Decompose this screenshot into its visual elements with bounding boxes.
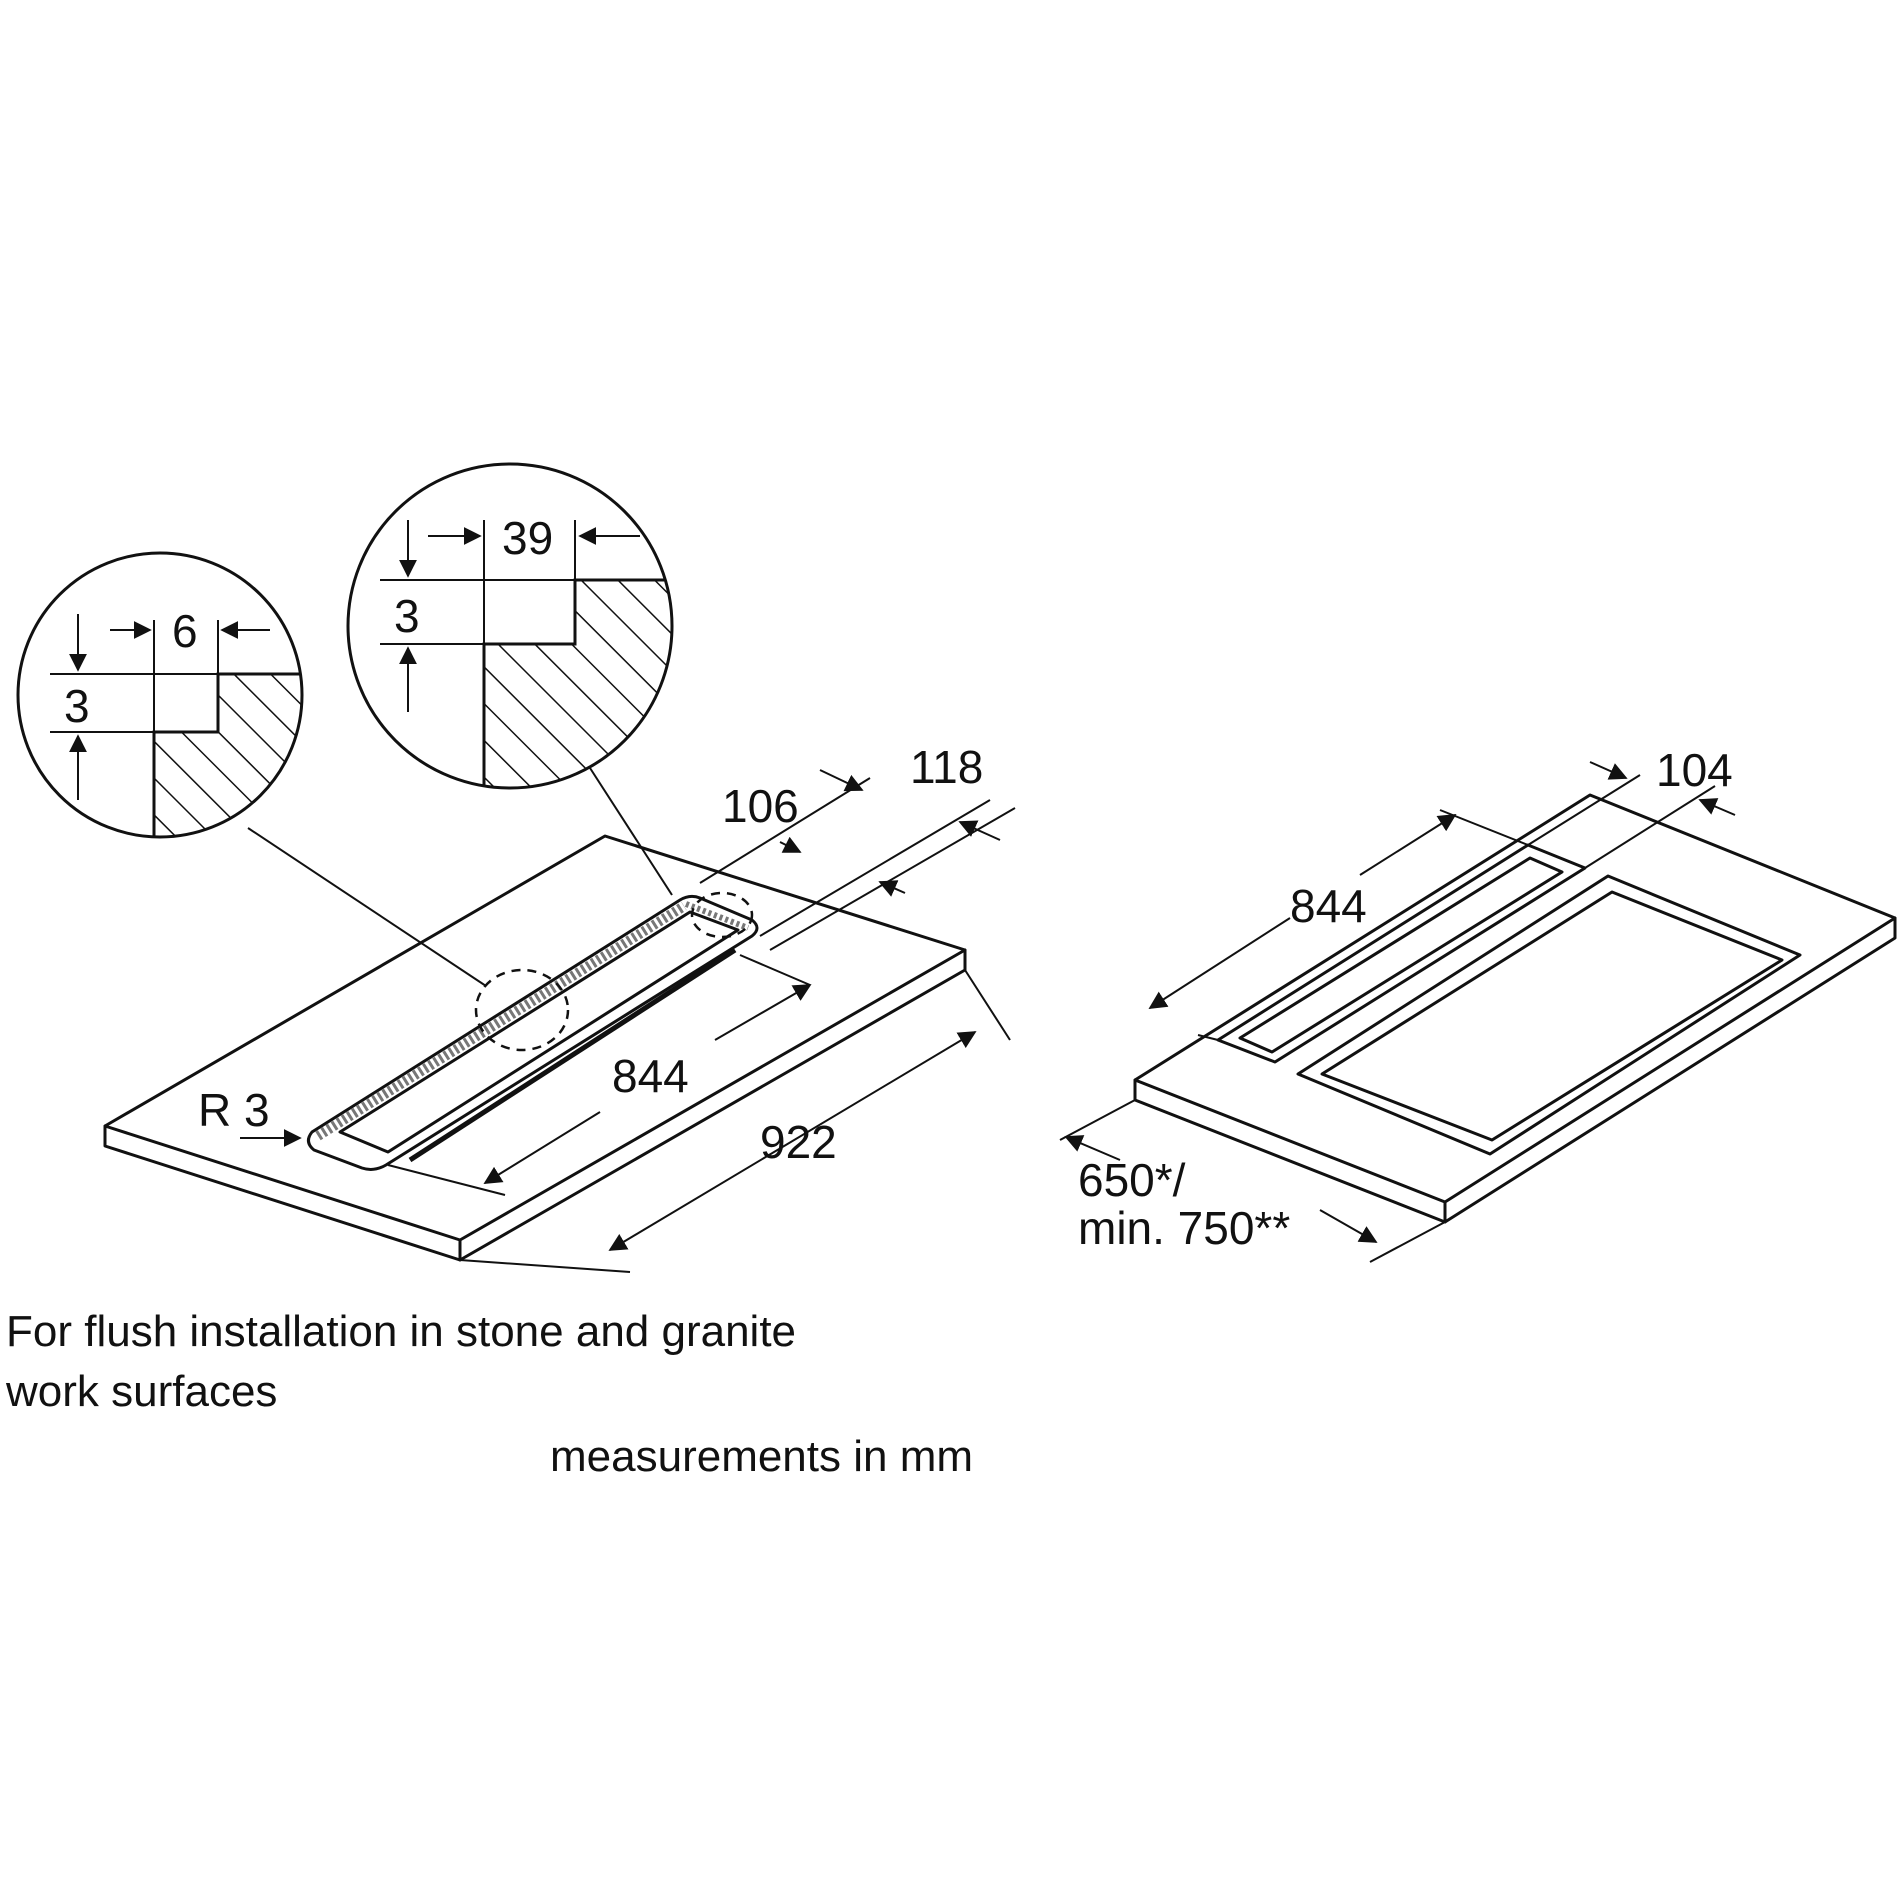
leader-large — [589, 767, 673, 896]
right-worktop: 844 104 650*/ min. 750** — [1059, 744, 1897, 1263]
right-dim-label-depth-1: 650*/ — [1078, 1154, 1186, 1206]
detail-circle-large: 39 3 — [346, 462, 674, 790]
leader-small — [247, 827, 487, 987]
dim-line-118 — [958, 820, 1001, 841]
right-dim-line-depth — [1319, 1209, 1378, 1243]
dim-label-3-large: 3 — [394, 590, 420, 642]
units-note: measurements in mm — [550, 1432, 974, 1481]
cutout-inner-opening — [338, 910, 740, 1154]
dim-line-922 — [608, 1031, 977, 1251]
dim-line-844 — [714, 984, 812, 1041]
right-slot-cutout — [1216, 843, 1587, 1064]
right-dim-label-104: 104 — [1656, 744, 1733, 796]
dim-label-39: 39 — [502, 512, 553, 564]
right-hob-cutout — [1296, 874, 1802, 1156]
dim-label-844: 844 — [612, 1050, 689, 1102]
right-dim-line-844 — [1359, 814, 1457, 876]
dim-label-922: 922 — [760, 1116, 837, 1168]
installation-caption: For flush installation in stone and gran… — [6, 1302, 1006, 1422]
left-worktop: 922 844 118 106 R 3 — [103, 741, 1016, 1273]
right-dim-line-104 — [1698, 798, 1736, 816]
worktop-front-edge — [103, 1124, 462, 1242]
slot-line — [408, 947, 737, 1163]
detail-marker-large — [690, 891, 754, 939]
caption-line-2: work surfaces — [6, 1367, 278, 1416]
radius-label: R 3 — [198, 1084, 270, 1136]
dim-label-118: 118 — [910, 741, 983, 793]
dim-label-3-small: 3 — [64, 680, 90, 732]
dim-label-6: 6 — [172, 605, 198, 657]
cutout-outer-rim — [307, 894, 759, 1171]
caption-line-1: For flush installation in stone and gran… — [6, 1307, 797, 1356]
dim-line-106 — [878, 880, 906, 897]
dim-label-106: 106 — [722, 780, 799, 832]
right-dim-label-depth-2: min. 750** — [1078, 1202, 1290, 1254]
detail-marker-small — [474, 968, 570, 1052]
detail-circle-small: 6 3 — [16, 551, 304, 839]
right-dim-label-844: 844 — [1290, 880, 1367, 932]
